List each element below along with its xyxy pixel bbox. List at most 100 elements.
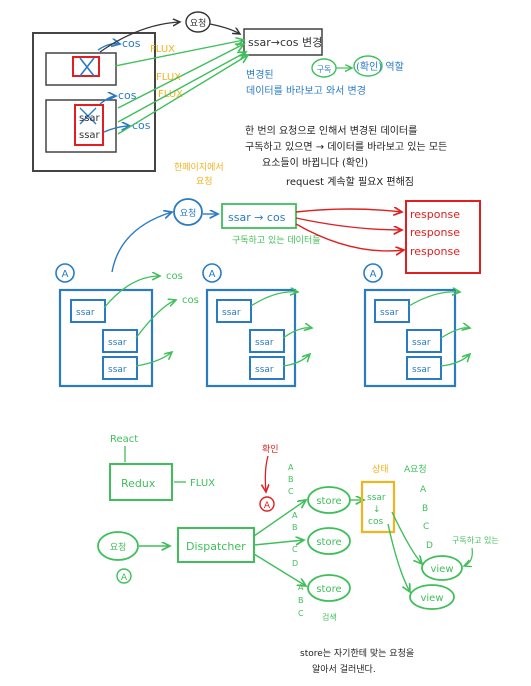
middle-change-label: ssar → cos [228, 211, 286, 224]
store-3-label: store [316, 584, 341, 595]
cos-label-1: cos [122, 37, 141, 50]
footer-line-1: store는 자기한테 맞는 요청을 [300, 647, 414, 659]
state-box-ssar: ssar [367, 493, 386, 503]
panel-1-cos-arrow-2 [135, 300, 176, 339]
ssar-text-1: ssar [79, 113, 101, 124]
middle-note-1: 한페이지에서 [174, 162, 224, 173]
green-update-4 [117, 55, 248, 135]
action-2-c: C [292, 545, 298, 554]
confirm-badge [259, 496, 275, 512]
panel-3-badge-label: A [370, 269, 377, 280]
bottom-section: React Redux FLUX 요청 A Dispatcher 확인 A A … [97, 434, 499, 675]
request-label: 요청 [190, 18, 207, 29]
action-1-b: B [288, 475, 294, 484]
panel-3-arrow-1 [408, 292, 460, 307]
panel-2-arrow-3 [282, 354, 310, 367]
panel-3-arrow-2 [440, 328, 470, 339]
panel-2-badge [202, 263, 222, 283]
explanation-block: 한 번의 요청으로 인해서 변경된 데이터를 구독하고 있으면 → 데이터를 바… [245, 124, 447, 188]
role-label: (확인) 역할 [356, 61, 404, 73]
store-2 [307, 527, 351, 555]
bottom-request-bubble [97, 531, 139, 561]
middle-note-2: 요청 [196, 176, 213, 187]
cos-arrow-2 [99, 96, 116, 105]
view-1-label: view [430, 564, 453, 575]
state-box [360, 480, 396, 534]
response-arrow-3 [295, 223, 404, 251]
changed-data-note-1: 변경된 [246, 68, 274, 81]
change-box-label: ssar→cos 변경 [248, 36, 322, 49]
cos-label-3: cos [132, 119, 151, 132]
panel-1-cos-2: cos [182, 295, 199, 306]
panel-3-item-1 [374, 299, 410, 323]
flux-label-bottom: FLUX [190, 478, 215, 489]
dispatch-store-2 [253, 540, 304, 545]
middle-request-bubble [173, 198, 203, 226]
confirm-label: 확인 [262, 443, 279, 455]
panel-2-item-1 [216, 299, 252, 323]
dispatch-store-3 [253, 553, 306, 586]
bottom-badge-a-label: A [121, 573, 128, 583]
flux-label-2: FLUX [156, 72, 181, 83]
lookup-label: 검색 [322, 612, 337, 622]
panel-3: A ssar ssar ssar [363, 263, 470, 388]
ssar-red-box-2 [74, 104, 104, 146]
cos-label-2: cos [118, 89, 137, 102]
panel-2-arrow-1 [250, 292, 298, 307]
ssar-text-2: ssar [79, 130, 101, 141]
response-arrow-2 [295, 217, 402, 230]
action-3-c: C [298, 609, 304, 618]
green-update-2 [117, 44, 244, 109]
confirm-arrow [265, 455, 268, 492]
panel-3-frame [363, 288, 457, 388]
request-item-b: B [422, 504, 428, 514]
panel-1-cos-1: cos [166, 271, 183, 282]
view-1 [421, 555, 463, 581]
panel-3-item-3-label: ssar [412, 365, 431, 375]
state-box-arrow: ↓ [373, 505, 381, 515]
state-box-cos: cos [368, 517, 383, 527]
response-3: response [410, 245, 460, 258]
flux-label-1: FLUX [150, 44, 175, 55]
panel-1-badge-label: A [62, 269, 69, 280]
action-1-c: C [288, 487, 294, 496]
action-2-d: D [292, 559, 298, 568]
react-label: React [110, 434, 138, 445]
request-bubble [185, 11, 211, 33]
green-update-1 [114, 40, 244, 67]
subscribe-label: 구독 [317, 65, 332, 74]
store-2-label: store [316, 537, 341, 548]
panel-1-cos-arrow-1 [103, 276, 160, 309]
panel-2-item-3-label: ssar [255, 365, 274, 375]
panel-2-frame [205, 288, 297, 388]
middle-request-label: 요청 [180, 208, 197, 219]
changed-data-note-2: 데이터를 바라보고 와서 변경 [246, 84, 366, 97]
explanation-line-4: request 계속할 필요X 편해짐 [286, 175, 414, 188]
response-box [405, 200, 481, 274]
confirm-badge-label: A [264, 501, 271, 511]
redux-box [109, 463, 173, 501]
panel-2: A ssar ssar ssar [202, 263, 312, 388]
panel-2-item-3 [249, 356, 285, 380]
component-top [45, 52, 117, 86]
store-3 [307, 574, 351, 602]
state-view-arrow-1 [391, 511, 422, 564]
action-3-a: A [298, 583, 304, 592]
store-1-label: store [316, 496, 341, 507]
panel-1-arrow-3 [135, 352, 172, 367]
panel-1-frame [58, 288, 154, 388]
cross-out-2 [79, 107, 97, 125]
action-2-b: B [292, 523, 298, 532]
panel-3-arrow-3 [440, 354, 470, 367]
request-item-a: A [420, 485, 427, 495]
request-item-c: C [423, 522, 429, 532]
explanation-line-2: 구독하고 있으면 → 데이터를 바라보고 있는 모든 [245, 140, 447, 153]
panel-1-item-1-label: ssar [76, 308, 95, 318]
panel-2-item-2 [249, 329, 285, 353]
redux-label: Redux [121, 477, 156, 490]
panel-3-badge [363, 263, 383, 283]
bottom-request-label: 요청 [110, 542, 127, 553]
dispatch-store-1 [253, 500, 306, 537]
view-2-label: view [420, 593, 443, 604]
